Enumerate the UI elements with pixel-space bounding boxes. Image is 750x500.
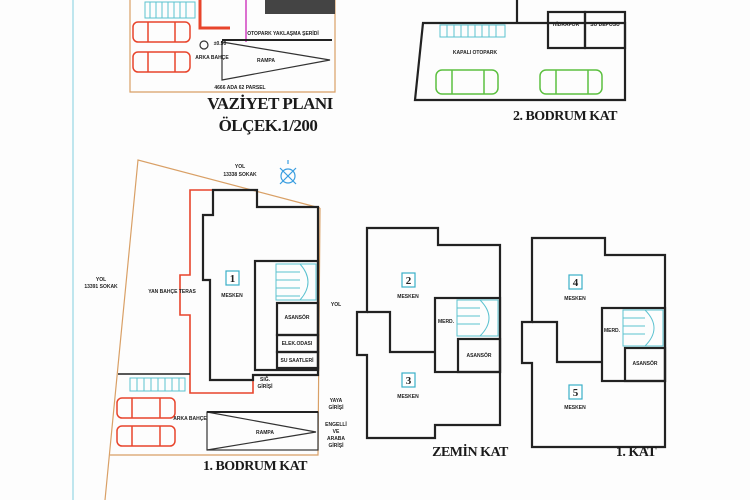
elevator-label: ASANSÖR	[632, 360, 657, 367]
unit-number: 1	[230, 273, 236, 285]
terrace-line	[179, 189, 254, 394]
elevation-marker-icon	[199, 40, 209, 50]
car-icon	[435, 69, 499, 95]
elevator-room	[456, 337, 502, 374]
road-top-label: YOL	[235, 164, 245, 170]
wall	[367, 310, 435, 354]
water-tank-room	[583, 10, 627, 50]
ramp-slope	[206, 411, 317, 451]
elevator-label: ASANSÖR	[284, 314, 309, 321]
vehicle-entrance-label-3: ARABA	[327, 436, 345, 442]
ramp-label: RAMPA	[256, 430, 274, 436]
site-plan-scale: ÖLÇEK.1/200	[219, 116, 318, 135]
parking-approach-label: OTOPARK YAKLAŞMA ŞERİDİ	[247, 30, 319, 37]
parcel-label: 4666 ADA 62 PARSEL	[214, 85, 265, 91]
first-floor-plan: 4 MESKEN 5 MESKEN MERD. ASANSÖR 1. KAT	[520, 236, 667, 460]
road-left-name: 13391 SOKAK	[84, 284, 118, 290]
ramp	[221, 41, 331, 81]
ground-floor-outline	[355, 226, 502, 440]
elevator-label: ASANSÖR	[466, 352, 491, 359]
road-top-name: 13338 SOKAK	[223, 172, 257, 178]
shelter-label: SIĞ.	[260, 375, 271, 383]
elevator-room	[623, 346, 667, 383]
unit-number: 2	[406, 275, 412, 287]
car-icon	[116, 425, 176, 447]
ground-floor-plan: 2 MESKEN 3 MESKEN MERD. ASANSÖR ZEMİN KA…	[355, 226, 510, 460]
car-icon	[539, 69, 603, 95]
electric-room-label: ELEK.ODASI	[282, 341, 313, 347]
site-plan-title: VAZİYET PLANI	[207, 94, 333, 113]
plot-boundary	[129, 0, 336, 93]
neighbor-building	[265, 0, 335, 14]
back-garden-label: ARKA BAHÇE	[173, 416, 207, 422]
hydrophore-room	[546, 10, 587, 50]
stairs-icon	[622, 309, 664, 347]
water-meters-label: SU SAATLERİ	[281, 357, 315, 364]
dwelling-label: MESKEN	[564, 405, 586, 411]
unit-number-box	[568, 384, 583, 400]
stairs-icon	[456, 299, 499, 337]
basement-1-title: 1. BODRUM KAT	[203, 459, 308, 474]
back-garden-label: ARKA BAHÇE	[195, 55, 229, 61]
wall	[532, 320, 602, 364]
basement-1-outline	[201, 188, 320, 382]
hydrophore-label: HİDRAFOR	[553, 21, 580, 28]
pedestrian-entrance-label: YAYA	[330, 398, 343, 404]
parking-label: KAPALI OTOPARK	[453, 50, 498, 56]
stairs-icon	[439, 24, 506, 38]
car-icon	[132, 21, 191, 43]
stairs-label: MERD.	[604, 328, 621, 334]
pedestrian-entrance-label-2: GİRİŞİ	[328, 404, 344, 411]
first-floor-title: 1. KAT	[616, 445, 657, 460]
stairs-label: MERD.	[438, 319, 455, 325]
site-plan: ±0.50 OTOPARK YAKLAŞMA ŞERİDİ ARKA BAHÇE…	[129, 0, 336, 135]
unit-number-box	[401, 372, 416, 388]
stair-core	[600, 306, 667, 383]
basement-2-outline	[413, 21, 627, 102]
water-meter-room	[275, 350, 320, 370]
dwelling-label: MESKEN	[564, 296, 586, 302]
unit-number-box	[401, 272, 416, 288]
unit-number: 3	[406, 375, 412, 387]
unit-number: 4	[573, 277, 579, 289]
unit-number-box	[568, 274, 583, 290]
ramp-label: RAMPA	[257, 58, 275, 64]
first-floor-outline	[520, 236, 667, 449]
vehicle-entrance-label-4: GİRİŞİ	[328, 442, 344, 449]
vehicle-entrance-label-2: VE	[333, 429, 340, 435]
car-icon	[132, 51, 191, 73]
water-tank-label: SU DEPOSU	[590, 22, 620, 28]
basement-2-plan: HİDRAFOR SU DEPOSU KAPALI OTOPARK 2. BOD…	[413, 0, 627, 124]
elevation-label: ±0.50	[214, 41, 227, 47]
dwelling-label: MESKEN	[397, 394, 419, 400]
plot-boundary	[104, 159, 321, 500]
plot-boundary	[110, 207, 321, 456]
road-right-label: YOL	[331, 302, 341, 308]
unit-number: 5	[573, 387, 579, 399]
dwelling-label: MESKEN	[397, 294, 419, 300]
stairs-icon	[275, 263, 317, 301]
stairs-icon	[144, 1, 196, 19]
basement-1-plan: 1 MESKEN YAN BAHÇE TERAS YOL 13391 SOKAK…	[84, 159, 347, 500]
stair-core	[433, 296, 502, 374]
ground-floor-title: ZEMİN KAT	[432, 443, 509, 460]
compass-icon	[279, 160, 297, 185]
unit-number-box	[225, 270, 240, 286]
vehicle-entrance-label: ENGELLİ	[325, 421, 347, 428]
basement-2-title: 2. BODRUM KAT	[513, 109, 618, 124]
stairs-icon	[129, 377, 186, 392]
dwelling-label: MESKEN	[221, 293, 243, 299]
shelter-entrance-label: GİRİŞİ	[257, 383, 273, 390]
car-icon	[116, 397, 176, 419]
side-garden-label: YAN BAHÇE TERAS	[148, 289, 196, 295]
terrace-line	[198, 0, 230, 30]
road-left-label: YOL	[96, 277, 106, 283]
